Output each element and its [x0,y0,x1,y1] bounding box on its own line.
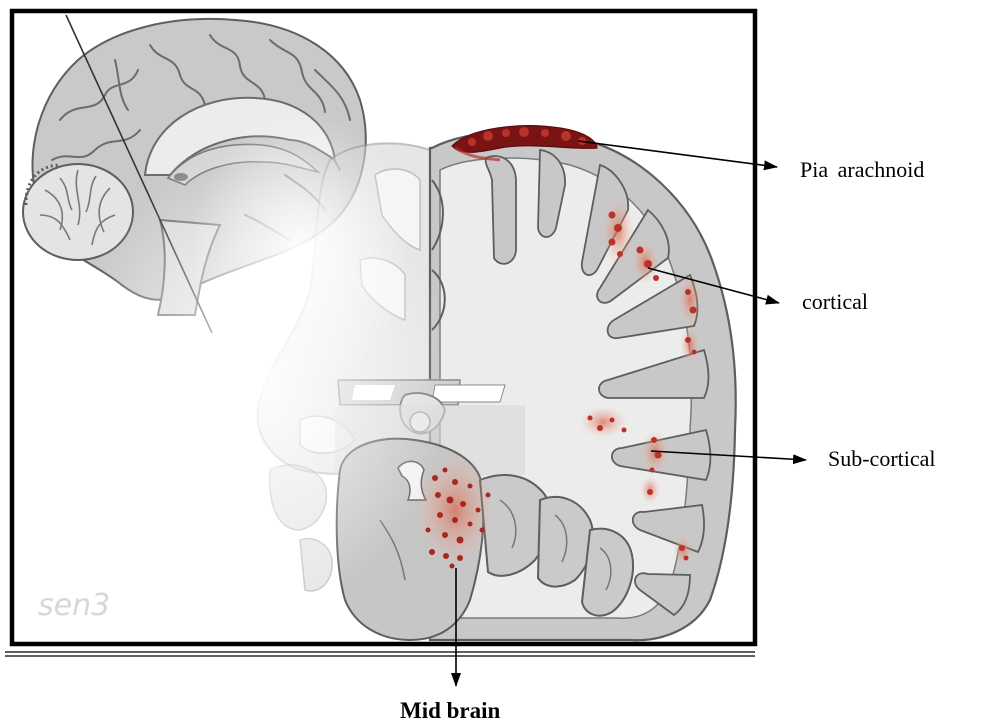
label-pia-arachnoid: Pia arachnoid [800,159,924,181]
illustration: sen3 [23,15,736,640]
label-mid-brain: Mid brain [400,699,500,722]
label-sub-cortical: Sub-cortical [828,448,936,470]
artist-signature: sen3 [38,588,110,623]
label-cortical: cortical [802,291,868,313]
midbrain-lesions [415,452,495,569]
